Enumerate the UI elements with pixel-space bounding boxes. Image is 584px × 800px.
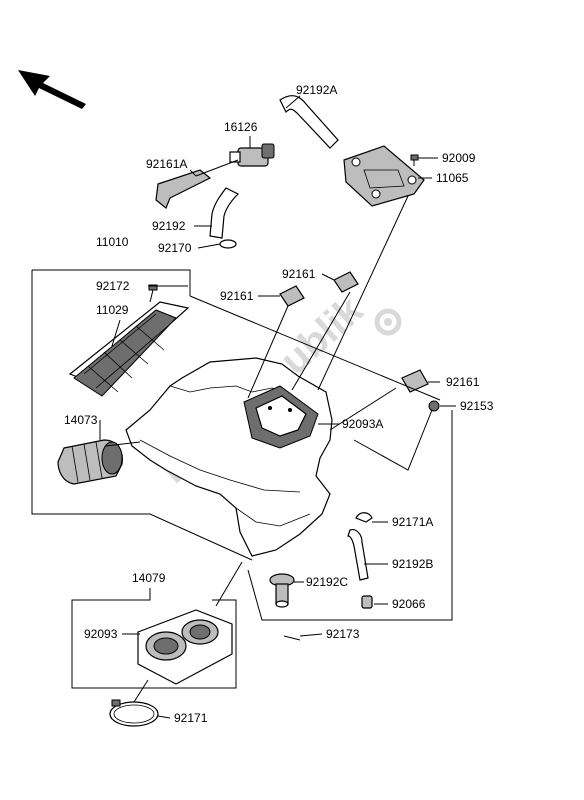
hose-clamp-92171-shape bbox=[109, 699, 159, 727]
valve-16126-shape bbox=[229, 143, 275, 167]
screw-92172-shape bbox=[148, 284, 158, 303]
label-92153: 92153 bbox=[460, 399, 494, 413]
pad-92161-top-shape bbox=[333, 271, 359, 293]
hose-92192A-shape bbox=[279, 95, 339, 149]
label-16126: 16126 bbox=[224, 120, 258, 134]
label-92093: 92093 bbox=[84, 627, 118, 641]
label-92192: 92192 bbox=[152, 219, 186, 233]
leader-lines bbox=[31, 95, 456, 719]
label-92161-right: 92161 bbox=[446, 375, 480, 389]
air-cleaner-housing-shape bbox=[125, 357, 333, 557]
pin-92173-shape bbox=[283, 635, 301, 641]
label-11029: 11029 bbox=[96, 303, 129, 317]
label-92170: 92170 bbox=[158, 241, 192, 255]
label-11010: 11010 bbox=[96, 235, 129, 249]
drain-92192C-shape bbox=[269, 573, 295, 608]
label-92192B: 92192B bbox=[392, 557, 433, 571]
label-11065: 11065 bbox=[436, 171, 469, 185]
label-92093A: 92093A bbox=[342, 417, 383, 431]
label-92066: 92066 bbox=[392, 597, 426, 611]
label-92161A: 92161A bbox=[146, 157, 187, 171]
watermark-gear-icon bbox=[374, 308, 402, 336]
clip-92171A-shape bbox=[355, 512, 373, 523]
hose-92192B-shape bbox=[347, 529, 369, 581]
label-92009: 92009 bbox=[442, 151, 476, 165]
hose-92192-shape bbox=[209, 187, 240, 239]
label-92192A: 92192A bbox=[296, 83, 337, 97]
filter-element-11029-shape bbox=[68, 301, 190, 397]
screw-92009-shape bbox=[410, 154, 419, 166]
label-92171: 92171 bbox=[174, 711, 208, 725]
cover-plate-11065-shape bbox=[343, 145, 425, 207]
label-92172: 92172 bbox=[96, 279, 130, 293]
clamp-92170-shape bbox=[219, 239, 237, 249]
label-92161-mid: 92161 bbox=[220, 289, 254, 303]
pad-92161A-shape bbox=[155, 169, 212, 209]
pad-92161-mid-shape bbox=[279, 285, 305, 307]
label-14079: 14079 bbox=[132, 571, 166, 585]
duct-14073-shape bbox=[57, 439, 123, 485]
label-92171A: 92171A bbox=[392, 515, 433, 529]
label-92192C: 92192C bbox=[306, 575, 348, 589]
label-92173: 92173 bbox=[326, 627, 360, 641]
gasket-92093-shape bbox=[137, 609, 233, 685]
label-14073: 14073 bbox=[64, 413, 98, 427]
pad-92161-right-shape bbox=[401, 369, 429, 393]
front-direction-arrow-icon bbox=[18, 70, 86, 109]
plug-92066-shape bbox=[361, 595, 373, 609]
label-92161-top: 92161 bbox=[282, 267, 316, 281]
nut-92153-shape bbox=[428, 400, 440, 412]
